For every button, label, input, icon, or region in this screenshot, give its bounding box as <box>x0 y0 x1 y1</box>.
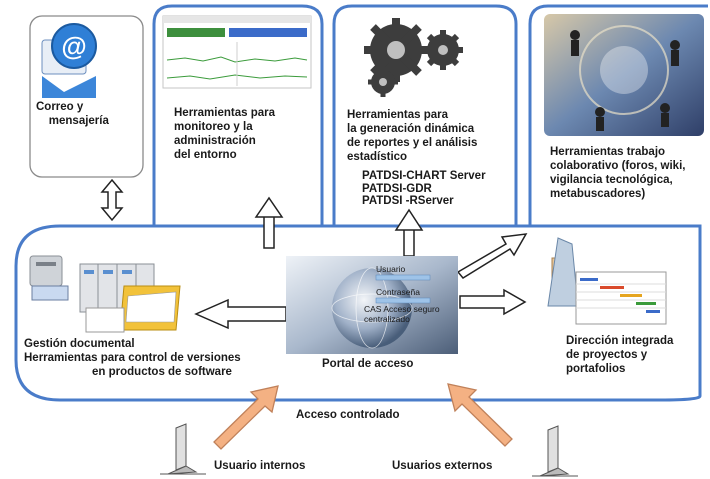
collab-label: Herramientas trabajo colaborativo (foros… <box>550 146 686 200</box>
portal-label: Portal de acceso <box>322 358 414 370</box>
arrow-to-docs <box>194 298 287 330</box>
projects-label: Dirección integrada de proyectos y porta… <box>566 335 674 375</box>
gantt-chart-icon <box>547 237 667 325</box>
portal-cas-label: CAS Acceso seguro centralizado <box>364 304 440 324</box>
monitoring-label: Herramientas para monitoreo y la adminis… <box>174 107 275 161</box>
monitoring-box <box>152 4 324 226</box>
arrow-external-users <box>447 383 513 447</box>
email-double-arrow <box>100 178 124 222</box>
monitoring-dashboard-icon <box>162 15 312 89</box>
portal-password-label: Contraseña <box>376 287 420 297</box>
access-label: Acceso controlado <box>296 409 400 421</box>
gears-icon <box>364 18 463 97</box>
reports-label: Herramientas para la generación dinámica… <box>347 109 478 163</box>
arrow-to-monitoring <box>254 196 284 249</box>
collab-box <box>528 4 708 226</box>
people-network-icon <box>544 14 704 136</box>
document-cabinet-icon <box>29 255 181 333</box>
arrow-to-reports <box>394 208 424 257</box>
arrow-to-collab <box>456 233 528 279</box>
svg-text:@: @ <box>61 31 86 61</box>
internal-users-label: Usuario internos <box>214 460 306 472</box>
computer-monitor-icon <box>160 423 206 475</box>
docs-label-2: en productos de software <box>92 366 232 378</box>
globe-icon <box>286 256 458 354</box>
portal-user-label: Usuario <box>376 264 406 274</box>
external-users-label: Usuarios externos <box>392 460 493 472</box>
main-frame <box>14 224 702 402</box>
email-label: Correo y mensajería <box>36 101 109 127</box>
reports-tools: PATDSI-CHART Server PATDSI-GDR PATDSI -R… <box>362 170 486 207</box>
arrow-to-projects <box>459 288 527 316</box>
email-at-icon: @ <box>41 23 97 98</box>
computer-monitor-icon-2 <box>532 425 578 477</box>
reports-box <box>332 4 518 226</box>
arrow-internal-users <box>213 385 279 450</box>
docs-label: Gestión documental Herramientas para con… <box>24 338 241 364</box>
